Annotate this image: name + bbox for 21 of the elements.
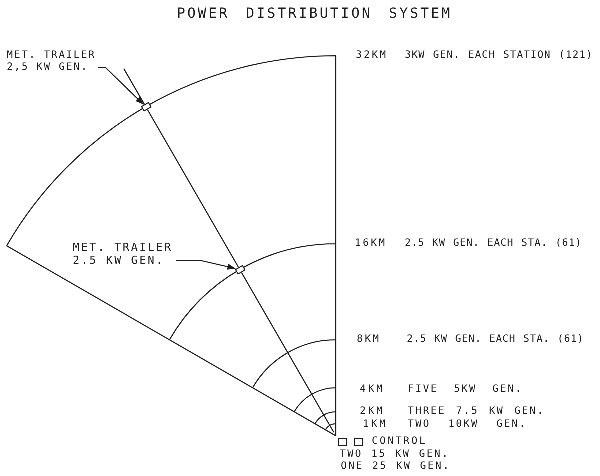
connector-line	[147, 109, 239, 268]
distance-label: 1KM	[363, 419, 388, 431]
distance-label: 16KM	[355, 238, 388, 250]
control-label: CONTROL	[372, 436, 428, 448]
generator-note: TWO 15 KW GEN.	[340, 449, 450, 461]
distance-label: 32KM	[356, 50, 388, 62]
callout-label: MET. TRAILER 2,5 KW GEN.	[7, 50, 98, 74]
leader-line	[176, 260, 236, 270]
generator-note: 3KW GEN. EACH STATION (121)	[405, 50, 594, 62]
leader-line	[98, 67, 144, 106]
generator-note: 2.5 KW GEN. EACH STA. (61)	[407, 334, 584, 346]
generator-note: TWO 10KW GEN.	[408, 419, 528, 431]
generator-note: 2.5 KW GEN. EACH STA. (61)	[405, 238, 582, 250]
diagram-title: POWER DISTRIBUTION SYSTEM	[177, 6, 452, 22]
generator-note: FIVE 5KW GEN.	[408, 384, 524, 396]
distance-label: 8KM	[357, 334, 382, 346]
distance-label: 2KM	[360, 406, 385, 418]
distance-label: 4KM	[360, 384, 385, 396]
generator-note: THREE 7.5 KW GEN.	[408, 406, 546, 418]
callout-label: MET. TRAILER 2.5 KW GEN.	[73, 241, 176, 267]
generator-note: ONE 25 KW GEN.	[341, 461, 451, 473]
